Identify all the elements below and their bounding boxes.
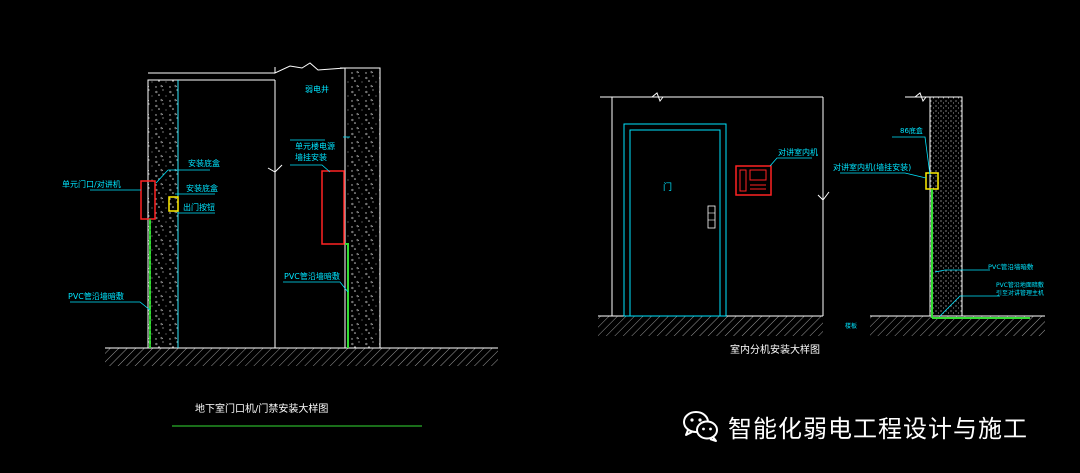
label-wall-mounted: 墙挂安装	[295, 152, 327, 162]
label-weak-well: 弱电井	[305, 84, 329, 94]
label-pvc-right: PVC管沿墙暗敷	[284, 271, 340, 281]
label-single-power-supply: 单元楼电源	[295, 141, 335, 151]
label-floor-mark: 楼板	[845, 322, 857, 330]
wechat-icon	[683, 411, 718, 442]
label-pvc-conceal: PVC管沿墙暗敷	[988, 262, 1034, 271]
left-wall-a	[147, 79, 179, 349]
right-drawing: 门 对讲室内机 86底盒 对讲室内机(墙挂安装) PVC管沿墙暗敷 PVC管沿地	[598, 92, 1045, 356]
left-break-line	[274, 62, 346, 74]
label-pvc-left: PVC管沿墙暗敷	[68, 291, 124, 301]
label-door: 门	[663, 181, 672, 193]
door-handle	[707, 205, 716, 229]
left-wall-b	[344, 67, 381, 349]
label-unit-door-station: 单元门口/对讲机	[62, 179, 121, 189]
label-pvc-floor-2: 引至对讲管理主机	[996, 289, 1044, 297]
label-exit-button: 出门按钮	[183, 202, 215, 212]
unit-door-station-device	[140, 180, 156, 220]
door-frame-inner	[629, 129, 721, 317]
left-drawing: 弱电井 安装底盒 单元门口/对讲机 安装底盒 出门按钮 单元楼电源 墙挂安装 P…	[62, 62, 498, 427]
left-drawing-title: 地下室门口机/门禁安装大样图	[195, 402, 328, 415]
right-section-wall	[929, 96, 963, 317]
left-floor-slab	[105, 348, 498, 366]
watermark: 智能化弱电工程设计与施工	[682, 406, 1028, 446]
exit-button-device	[168, 196, 179, 212]
right-drawing-title: 室内分机安装大样图	[730, 343, 820, 356]
label-b6-box: 86底盒	[900, 126, 923, 135]
label-install-box-2: 安装底盒	[186, 183, 218, 193]
right-floor-slab-a	[598, 316, 823, 336]
label-intercom-mounted: 对讲室内机(墙挂安装)	[833, 162, 911, 172]
label-pvc-floor-1: PVC管沿地面暗敷	[996, 281, 1044, 289]
label-indoor-intercom: 对讲室内机	[778, 147, 818, 157]
left-partition-break	[267, 164, 283, 173]
watermark-text: 智能化弱电工程设计与施工	[728, 414, 1028, 443]
intercom-unit-icon	[735, 165, 772, 196]
right-floor-slab-b	[870, 316, 1045, 336]
power-supply-device	[321, 170, 345, 245]
label-install-box: 安装底盒	[188, 158, 220, 168]
